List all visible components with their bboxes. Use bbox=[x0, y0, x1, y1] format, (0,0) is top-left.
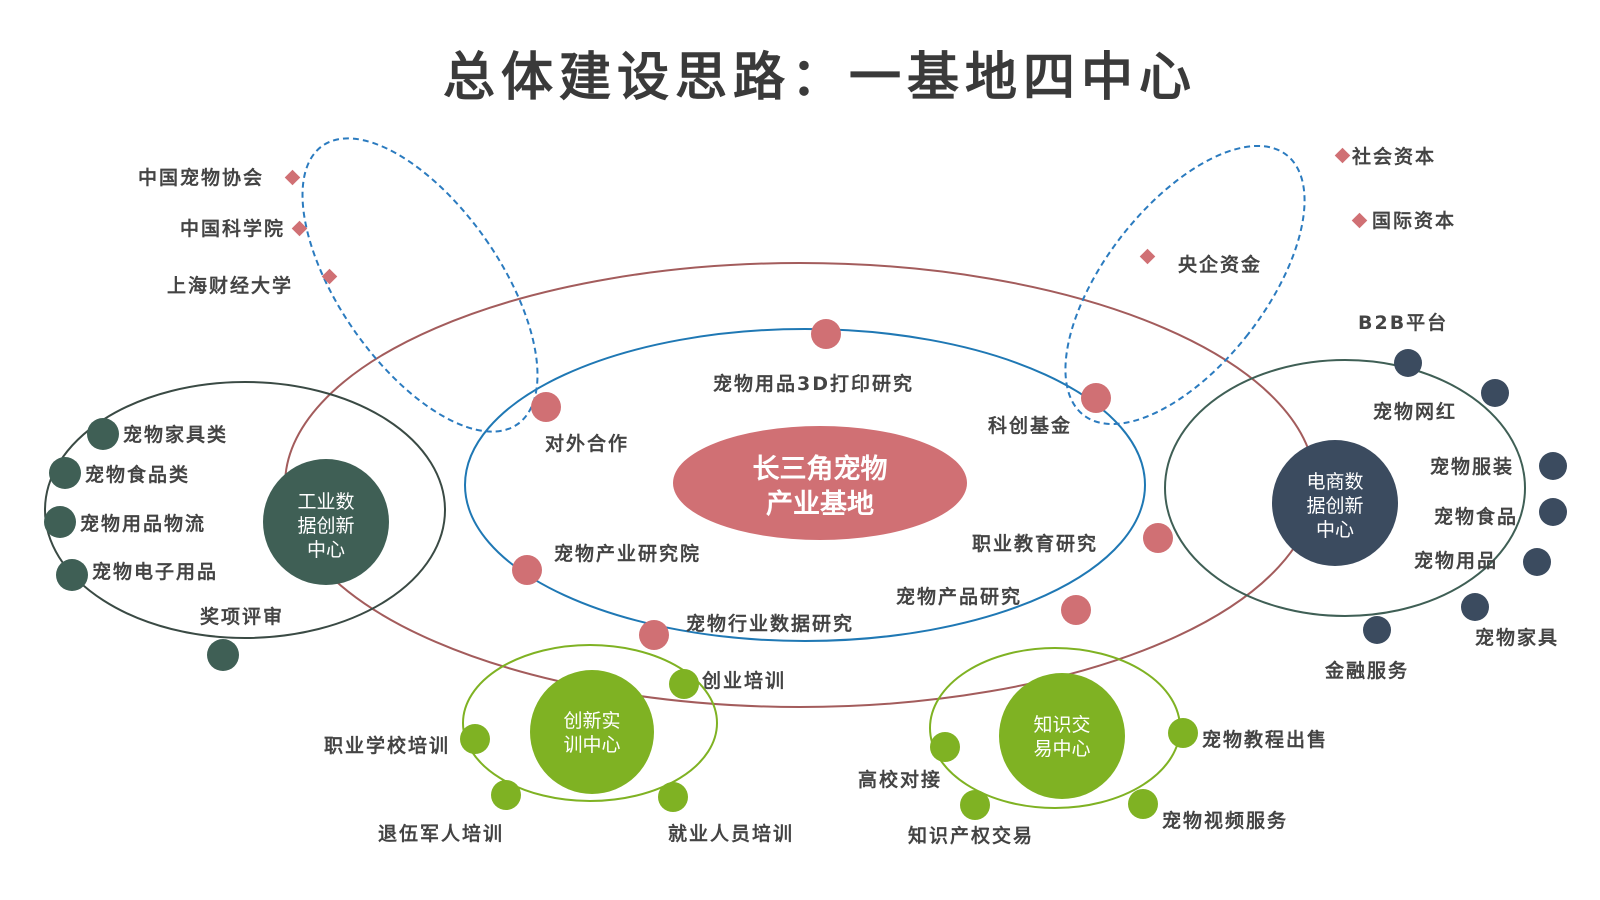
knowledge-center-line2: 易中心 bbox=[1033, 738, 1090, 760]
research-label-institute: 宠物产业研究院 bbox=[554, 542, 701, 565]
ecommerce-dot-2 bbox=[1539, 452, 1567, 480]
innovation-label-2: 退伍军人培训 bbox=[378, 822, 504, 845]
ecommerce-label-3: 宠物食品 bbox=[1434, 505, 1518, 528]
ecommerce-label-2: 宠物服装 bbox=[1430, 455, 1514, 478]
ecommerce-dot-1 bbox=[1481, 379, 1509, 407]
capital-label-1: 国际资本 bbox=[1372, 209, 1456, 232]
capital-dashed-ring bbox=[1064, 144, 1306, 426]
capital-label-0: 社会资本 bbox=[1351, 145, 1436, 168]
knowledge-label-3: 宠物视频服务 bbox=[1162, 809, 1288, 832]
ecommerce-dot-0 bbox=[1394, 349, 1422, 377]
research-label-data: 宠物行业数据研究 bbox=[686, 612, 854, 635]
research-label-product: 宠物产品研究 bbox=[896, 585, 1022, 608]
knowledge-label-0: 宠物教程出售 bbox=[1202, 728, 1328, 751]
industrial-dot-2 bbox=[44, 506, 76, 538]
research-dot-product bbox=[1061, 595, 1091, 625]
ecommerce-label-4: 宠物用品 bbox=[1414, 549, 1498, 572]
innovation-label-3: 就业人员培训 bbox=[668, 822, 794, 845]
ecommerce-center-line3: 中心 bbox=[1316, 519, 1354, 541]
cooperation-label-1: 中国科学院 bbox=[180, 217, 285, 240]
cooperation-dashed-ring bbox=[301, 137, 539, 433]
research-dot-vocational bbox=[1143, 523, 1173, 553]
ecommerce-label-6: 金融服务 bbox=[1324, 659, 1409, 682]
capital-diamond-0 bbox=[1334, 147, 1351, 164]
ecommerce-center-line1: 电商数 bbox=[1306, 471, 1363, 493]
research-dot-3d bbox=[811, 319, 841, 349]
industrial-label-3: 宠物电子用品 bbox=[92, 560, 218, 583]
ecommerce-dot-5 bbox=[1461, 593, 1489, 621]
ecommerce-center-line2: 据创新 bbox=[1306, 495, 1363, 517]
ecommerce-ring bbox=[1164, 359, 1526, 617]
cooperation-label-2: 上海财经大学 bbox=[167, 274, 293, 297]
ecommerce-label-5: 宠物家具 bbox=[1475, 626, 1559, 649]
ecommerce-dot-3 bbox=[1539, 498, 1567, 526]
cooperation-diamond-2 bbox=[321, 268, 338, 285]
research-label-vocational: 职业教育研究 bbox=[972, 532, 1098, 555]
innovation-label-1: 职业学校培训 bbox=[324, 734, 450, 757]
innovation-dot-1 bbox=[460, 724, 490, 754]
innovation-center-line1: 创新实 bbox=[563, 710, 620, 732]
industrial-label-4: 奖项评审 bbox=[200, 605, 284, 628]
industrial-label-0: 宠物家具类 bbox=[123, 423, 228, 446]
knowledge-center-line1: 知识交 bbox=[1033, 714, 1090, 736]
research-dot-cooperation bbox=[531, 392, 561, 422]
knowledge-dot-2 bbox=[960, 790, 990, 820]
ecommerce-label-1: 宠物网红 bbox=[1373, 400, 1457, 423]
industrial-label-1: 宠物食品类 bbox=[85, 463, 190, 486]
knowledge-dot-0 bbox=[1168, 718, 1198, 748]
innovation-ring bbox=[462, 644, 718, 802]
capital-label-2: 央企资金 bbox=[1178, 253, 1262, 276]
knowledge-label-1: 高校对接 bbox=[858, 768, 942, 791]
research-label-3d: 宠物用品3D打印研究 bbox=[713, 372, 914, 395]
industrial-dot-1 bbox=[49, 457, 81, 489]
industrial-center-line1: 工业数 bbox=[297, 491, 354, 513]
ecommerce-label-0: B2B平台 bbox=[1358, 311, 1448, 334]
research-ring bbox=[464, 328, 1146, 642]
knowledge-dot-1 bbox=[930, 732, 960, 762]
innovation-dot-3 bbox=[658, 782, 688, 812]
cooperation-diamond-0 bbox=[284, 169, 301, 186]
innovation-dot-0 bbox=[669, 669, 699, 699]
industrial-center-node bbox=[263, 459, 389, 585]
knowledge-label-2: 知识产权交易 bbox=[908, 824, 1034, 847]
industrial-ring bbox=[44, 381, 446, 639]
knowledge-dot-3 bbox=[1128, 789, 1158, 819]
base-label-line1: 长三角宠物 bbox=[753, 453, 888, 485]
cooperation-label-0: 中国宠物协会 bbox=[138, 166, 264, 189]
research-label-fund: 科创基金 bbox=[988, 414, 1072, 437]
ecommerce-dot-4 bbox=[1523, 548, 1551, 576]
research-dot-institute bbox=[512, 555, 542, 585]
research-label-cooperation: 对外合作 bbox=[545, 432, 629, 455]
ecommerce-dot-6 bbox=[1363, 616, 1391, 644]
research-dot-data bbox=[639, 620, 669, 650]
cooperation-diamond-1 bbox=[291, 220, 308, 237]
industrial-center-line2: 据创新 bbox=[297, 515, 354, 537]
knowledge-center-node bbox=[999, 673, 1125, 799]
industrial-center-line3: 中心 bbox=[307, 539, 345, 561]
industrial-dot-3 bbox=[56, 559, 88, 591]
industrial-dot-0 bbox=[87, 418, 119, 450]
industrial-label-2: 宠物用品物流 bbox=[80, 512, 206, 535]
innovation-center-line2: 训中心 bbox=[563, 734, 620, 756]
innovation-label-0: 创业培训 bbox=[701, 669, 786, 692]
ecommerce-center-node bbox=[1272, 440, 1398, 566]
capital-diamond-1 bbox=[1351, 212, 1368, 229]
page-title: 总体建设思路：一基地四中心 bbox=[443, 48, 1197, 108]
innovation-dot-2 bbox=[491, 780, 521, 810]
innovation-center-node bbox=[530, 670, 654, 794]
base-label-line2: 产业基地 bbox=[766, 489, 874, 520]
industrial-dot-4 bbox=[207, 639, 239, 671]
research-dot-fund bbox=[1081, 383, 1111, 413]
capital-diamond-2 bbox=[1139, 248, 1156, 265]
industry-base-node bbox=[673, 426, 967, 540]
